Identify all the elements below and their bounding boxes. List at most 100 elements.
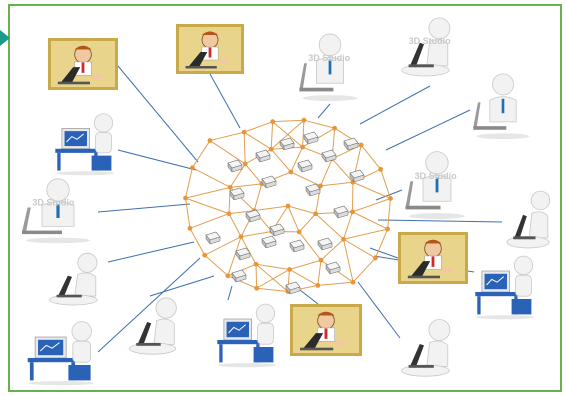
participant-white-figure-desk-monitor bbox=[475, 255, 535, 320]
block-front bbox=[233, 192, 245, 201]
laptop-base bbox=[408, 64, 434, 68]
figure-tie bbox=[501, 98, 505, 114]
mesh-node bbox=[300, 144, 305, 150]
mesh-edge bbox=[315, 213, 344, 240]
mesh-node bbox=[226, 211, 232, 217]
mesh-node bbox=[189, 165, 195, 171]
block-front bbox=[273, 228, 285, 237]
document-block-icon bbox=[229, 187, 245, 201]
monitor-chart-line bbox=[486, 276, 505, 286]
cartoon-laptop-base bbox=[57, 81, 90, 85]
watermark-text: 3D Studio bbox=[308, 53, 351, 63]
laptop-screen bbox=[410, 42, 424, 68]
mesh-edge bbox=[255, 263, 290, 270]
figure-body bbox=[95, 132, 112, 154]
document-block-icon bbox=[245, 209, 261, 223]
cartoon-hand bbox=[334, 339, 347, 346]
mesh-node bbox=[385, 226, 391, 232]
mesh-edge bbox=[228, 210, 255, 215]
mesh-node bbox=[183, 195, 188, 201]
figure-tie bbox=[328, 59, 332, 75]
mesh-edge bbox=[209, 131, 245, 142]
cartoon-hair bbox=[317, 311, 335, 316]
connector-line bbox=[369, 247, 399, 259]
cartoon-laptop bbox=[188, 52, 208, 67]
mesh-edge bbox=[185, 197, 230, 215]
mesh-edge bbox=[204, 254, 229, 277]
mesh-node bbox=[241, 129, 247, 135]
mesh-edge bbox=[229, 163, 246, 188]
figure-body bbox=[72, 340, 92, 363]
monitor-chart-line bbox=[39, 342, 60, 352]
mesh-edge bbox=[352, 181, 391, 199]
mesh-node bbox=[318, 183, 323, 189]
mesh-edge bbox=[343, 228, 388, 240]
connector-line bbox=[227, 285, 233, 301]
mesh-node bbox=[378, 166, 384, 172]
figure-head bbox=[77, 252, 98, 273]
figure-body bbox=[515, 274, 532, 297]
mesh-node bbox=[227, 184, 233, 190]
block-front bbox=[239, 252, 251, 261]
desk-leg bbox=[219, 344, 223, 363]
cartoon-hair bbox=[424, 239, 442, 244]
block-front bbox=[325, 154, 337, 163]
participant-white-figure-laptop-tie: 3D Studio bbox=[299, 33, 358, 102]
figure-tie bbox=[435, 177, 439, 193]
desk-shadow bbox=[475, 315, 535, 320]
connector-line bbox=[149, 275, 215, 297]
document-block-icon bbox=[227, 159, 243, 173]
desk-top bbox=[55, 148, 101, 153]
block-front bbox=[337, 210, 349, 219]
block-front bbox=[235, 274, 247, 283]
desk-leg bbox=[57, 152, 61, 171]
document-block-icon bbox=[269, 223, 285, 237]
block-front bbox=[231, 164, 243, 173]
mesh-edge bbox=[290, 146, 304, 173]
participant-white-figure-laptop-tie: 3D Studio bbox=[22, 178, 90, 244]
cartoon-laptop bbox=[410, 261, 431, 277]
mesh-node bbox=[301, 117, 307, 123]
mesh-node bbox=[318, 257, 324, 263]
mesh-edge bbox=[253, 183, 263, 211]
document-block-icon bbox=[343, 137, 359, 151]
mesh-edge bbox=[317, 281, 354, 286]
mesh-node bbox=[253, 261, 259, 267]
connector-line bbox=[385, 109, 471, 151]
document-block-icon bbox=[261, 235, 277, 249]
mesh-node bbox=[350, 279, 356, 285]
participant-cartoon-man-laptop bbox=[176, 24, 244, 74]
laptop-base bbox=[473, 126, 507, 130]
desk-leg bbox=[29, 362, 34, 381]
mesh-node bbox=[187, 225, 193, 231]
cartoon-hair bbox=[201, 31, 219, 35]
cartoon-laptop-base bbox=[185, 66, 217, 69]
figure-body bbox=[528, 211, 549, 239]
figure-shadow bbox=[302, 95, 358, 102]
desk-top bbox=[217, 340, 263, 345]
block-front bbox=[265, 180, 277, 189]
laptop-base bbox=[405, 205, 441, 210]
mesh-edge bbox=[331, 158, 354, 183]
mesh-node bbox=[315, 282, 321, 288]
figure-head bbox=[155, 297, 177, 319]
block-front bbox=[329, 266, 341, 275]
mesh-edge bbox=[209, 140, 246, 165]
mesh-edge bbox=[270, 119, 305, 150]
mesh-edge bbox=[290, 171, 321, 187]
laptop-screen bbox=[410, 344, 424, 368]
block-front bbox=[259, 154, 271, 163]
mesh-edge bbox=[256, 269, 290, 289]
mesh-edge bbox=[298, 213, 317, 233]
figure-shadow bbox=[476, 133, 530, 140]
mesh-edge bbox=[243, 121, 273, 133]
mesh-edge bbox=[240, 236, 257, 265]
connector-line bbox=[117, 65, 199, 163]
mesh-node bbox=[207, 138, 213, 143]
document-block-icon bbox=[303, 131, 319, 145]
mesh-edge bbox=[352, 198, 391, 213]
mesh-node bbox=[341, 236, 346, 242]
mesh-edge bbox=[272, 119, 304, 123]
mesh-edge bbox=[255, 264, 258, 289]
cartoon-laptop bbox=[302, 333, 324, 349]
